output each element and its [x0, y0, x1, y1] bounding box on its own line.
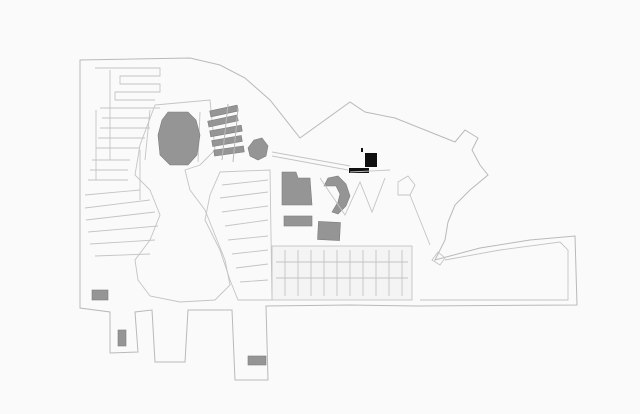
crescent-building [323, 175, 351, 215]
parking-lot-center [204, 169, 273, 301]
east-road [397, 175, 569, 301]
building-southwest [117, 329, 127, 347]
building-south [247, 355, 267, 366]
arena-building [157, 111, 201, 166]
site-boundary [79, 57, 578, 381]
building-center-east [281, 171, 313, 206]
building-small-south [283, 215, 313, 227]
slanted-buildings [207, 103, 245, 163]
building-west [91, 289, 109, 301]
highlighted-building [349, 148, 377, 173]
round-building [247, 137, 269, 161]
walkway [271, 151, 351, 171]
parking-lot-west [84, 67, 161, 257]
parking-lot-south [271, 245, 413, 301]
zigzag-path [319, 169, 391, 216]
building-square [317, 221, 341, 241]
central-loop-drive [134, 99, 231, 303]
